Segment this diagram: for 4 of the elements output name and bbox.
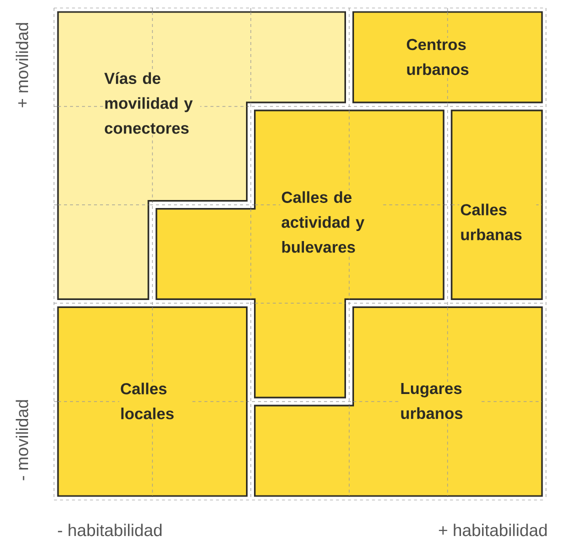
axis-label: + movilidad <box>16 23 28 108</box>
axis-label: - movilidad <box>16 400 28 480</box>
axis-label: + habitabilidad <box>438 524 547 536</box>
axis-label: - habitabilidad <box>58 524 162 536</box>
